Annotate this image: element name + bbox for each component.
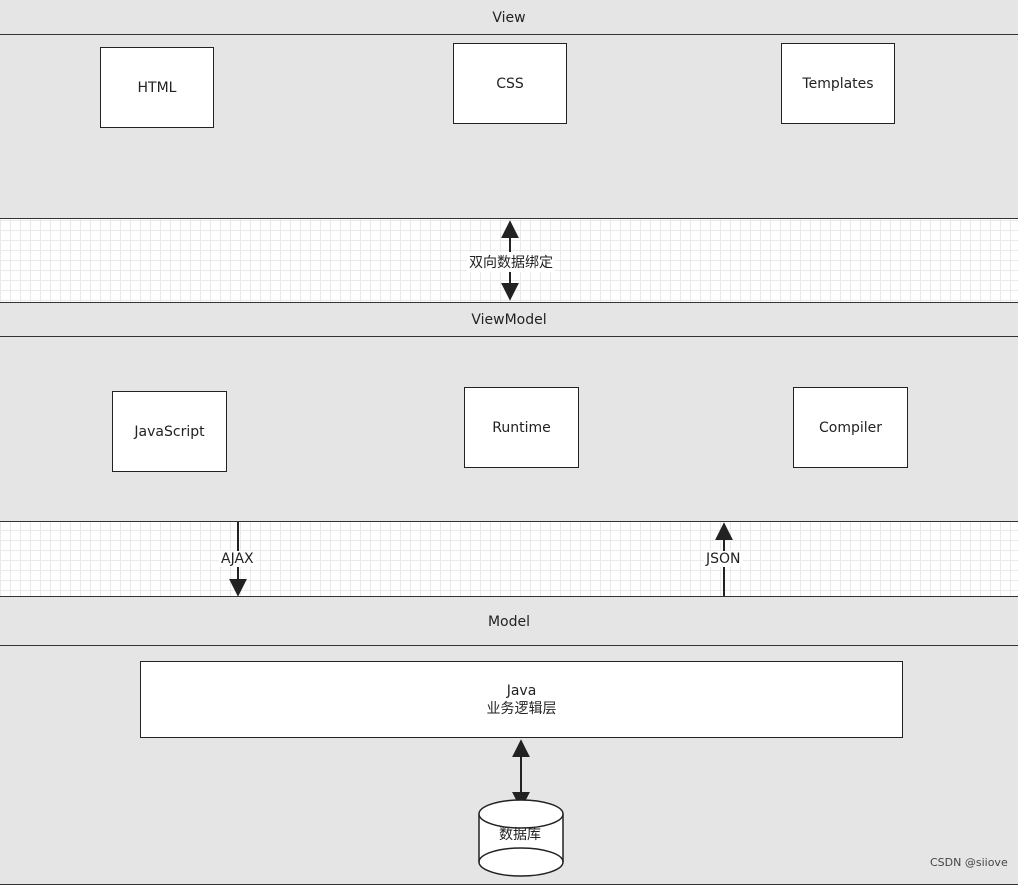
viewmodel-header: ViewModel [0, 302, 1018, 338]
ajax-label: AJAX [219, 551, 256, 567]
business-logic-label: 业务逻辑层 [486, 700, 557, 717]
compiler-node: Compiler [793, 387, 908, 468]
runtime-node: Runtime [464, 387, 579, 468]
view-header: View [0, 0, 1018, 36]
templates-node: Templates [781, 43, 895, 124]
json-label: JSON [704, 551, 743, 567]
view-title: View [492, 9, 526, 26]
watermark: CSDN @siiove [930, 856, 1008, 869]
model-title: Model [487, 613, 531, 630]
java-business-logic-node: Java 业务逻辑层 [140, 661, 903, 738]
database-label: 数据库 [499, 827, 541, 843]
model-header: Model [0, 596, 1018, 647]
two-way-binding-label: 双向数据绑定 [467, 252, 555, 272]
java-label: Java [506, 682, 537, 699]
css-node: CSS [453, 43, 567, 124]
html-node: HTML [100, 47, 214, 128]
javascript-node: JavaScript [112, 391, 227, 472]
viewmodel-title: ViewModel [471, 312, 547, 328]
